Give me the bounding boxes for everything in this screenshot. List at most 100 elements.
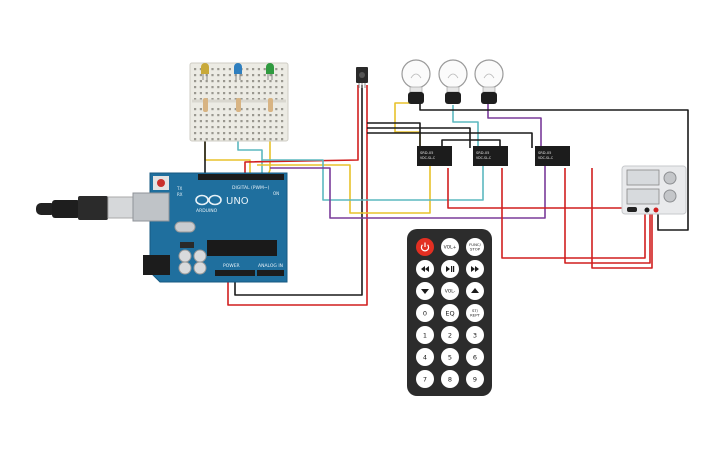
resistor-2[interactable] <box>236 98 241 112</box>
remote-button-1[interactable]: 1 <box>416 326 434 344</box>
breadboard-holes <box>194 68 284 141</box>
wire-teal-bulb2[interactable] <box>452 105 479 148</box>
remote-button-label: FUNC/ <box>469 242 481 247</box>
remote-buttons: VOL+ FUNC/STOP VOL- 0 EQ ST/REPT 1 2 3 4 5 6 7 8 9 <box>416 238 484 388</box>
wire-red-relay3-supply[interactable] <box>564 168 651 264</box>
capacitor-1 <box>178 249 192 263</box>
power-supply-knob-2[interactable] <box>663 189 677 203</box>
remote-button-5[interactable]: 5 <box>441 348 459 366</box>
wire-red-relay3-supply-b[interactable] <box>591 168 653 269</box>
wire-red-power[interactable] <box>227 85 368 306</box>
remote-button-label: 1 <box>423 331 427 339</box>
ir-receiver[interactable] <box>356 67 368 88</box>
remote-button-2[interactable]: 2 <box>441 326 459 344</box>
led-blue[interactable] <box>234 63 242 80</box>
play-pause-button[interactable] <box>441 260 459 278</box>
analog-header[interactable] <box>257 270 284 276</box>
wire-purple-bulb3[interactable] <box>487 104 542 148</box>
wire-teal-relay2[interactable] <box>262 159 484 201</box>
wire-black-ground[interactable] <box>234 85 363 296</box>
remote-button-label: 8 <box>448 375 452 383</box>
wire-ir-red[interactable] <box>244 85 359 175</box>
ir-remote[interactable]: VOL+ FUNC/STOP VOL- 0 EQ ST/REPT 1 2 3 4 5 6 7 8 9 <box>407 229 492 396</box>
remote-button-st-rept[interactable]: ST/REPT <box>466 304 484 322</box>
usb-port[interactable] <box>132 192 170 222</box>
arduino-model: UNO <box>226 196 249 207</box>
capacitor-3 <box>178 261 192 275</box>
dc-jack[interactable] <box>143 255 170 275</box>
wire-red-relay1-supply[interactable] <box>447 168 649 212</box>
resistors <box>203 98 273 112</box>
relay-label-line2: VDC-SL-C <box>538 156 554 160</box>
play-pause-icon <box>446 266 455 272</box>
relay-label-line1: SRD-05 <box>420 151 433 155</box>
wire-yellow-relay1[interactable] <box>257 164 431 214</box>
tx-label: TX <box>176 186 182 191</box>
remote-button-label: 4 <box>423 353 427 361</box>
power-button[interactable] <box>416 238 434 256</box>
remote-button-label: 7 <box>423 375 427 383</box>
remote-button-label: 6 <box>473 353 477 361</box>
remote-button-7[interactable]: 7 <box>416 370 434 388</box>
atmega-chip <box>207 240 277 256</box>
remote-button-func-stop[interactable]: FUNC/STOP <box>466 238 484 256</box>
digital-header[interactable] <box>198 174 284 180</box>
up-icon <box>471 288 479 293</box>
remote-button-0[interactable]: 0 <box>416 304 434 322</box>
wire-black-relay-common[interactable] <box>367 122 533 148</box>
icsp-header <box>180 242 194 248</box>
light-bulb-3[interactable] <box>474 59 504 104</box>
remote-button-4[interactable]: 4 <box>416 348 434 366</box>
wire-purple-relay3[interactable] <box>270 165 546 219</box>
wire-yellow-bulb1[interactable] <box>394 102 421 148</box>
wire-red-relay2-supply[interactable] <box>501 168 646 259</box>
arduino-brand: ARDUINO <box>196 208 218 214</box>
light-bulb-1[interactable] <box>401 59 431 104</box>
digital-label: DIGITAL (PWM~) <box>232 185 270 191</box>
power-supply-knob-1[interactable] <box>663 171 677 185</box>
remote-button-label: ST/ <box>472 308 479 313</box>
analog-label: ANALOG IN <box>258 263 283 269</box>
wire-black-relay-coil[interactable] <box>441 139 501 148</box>
led-green[interactable] <box>266 63 274 80</box>
power-supply-terminal-pos[interactable] <box>653 207 659 213</box>
power-supply-terminal-neg[interactable] <box>644 207 650 213</box>
resistor-3[interactable] <box>268 98 273 112</box>
remote-button-vol[interactable]: VOL+ <box>441 238 459 256</box>
power-supply-switch[interactable] <box>627 207 637 212</box>
remote-button-3[interactable]: 3 <box>466 326 484 344</box>
remote-button-8[interactable]: 8 <box>441 370 459 388</box>
power-header[interactable] <box>215 270 255 276</box>
remote-button-eq[interactable]: EQ <box>441 304 459 322</box>
remote-button-label: EQ <box>445 309 454 317</box>
fast-forward-button[interactable] <box>466 260 484 278</box>
down-button[interactable] <box>416 282 434 300</box>
led-yellow[interactable] <box>201 63 209 80</box>
relay-label-line1: SRD-05 <box>476 151 489 155</box>
resistor-1[interactable] <box>203 98 208 112</box>
power-supply[interactable] <box>621 165 687 215</box>
remote-button-label: VOL+ <box>444 245 457 251</box>
arduino-logo <box>195 194 222 206</box>
remote-button-label: 9 <box>473 375 477 383</box>
remote-button-6[interactable]: 6 <box>466 348 484 366</box>
light-bulb-2[interactable] <box>438 59 468 104</box>
wire-black-bulb-common[interactable] <box>419 103 689 231</box>
light-bulbs <box>401 59 504 104</box>
power-icon <box>420 242 430 252</box>
remote-button-label: 5 <box>448 353 452 361</box>
up-button[interactable] <box>466 282 484 300</box>
arduino-uno[interactable]: UNO ARDUINO DIGITAL (PWM~) POWER ANALOG … <box>36 172 288 283</box>
relay-label-line1: SRD-05 <box>538 151 551 155</box>
remote-button-label: 3 <box>473 331 477 339</box>
rewind-button[interactable] <box>416 260 434 278</box>
remote-button-label: STOP <box>470 246 481 251</box>
remote-button-label: 0 <box>423 309 427 317</box>
remote-button-9[interactable]: 9 <box>466 370 484 388</box>
remote-button-label: REPT <box>470 312 480 317</box>
remote-button-vol[interactable]: VOL- <box>441 282 459 300</box>
rewind-icon <box>421 266 429 272</box>
